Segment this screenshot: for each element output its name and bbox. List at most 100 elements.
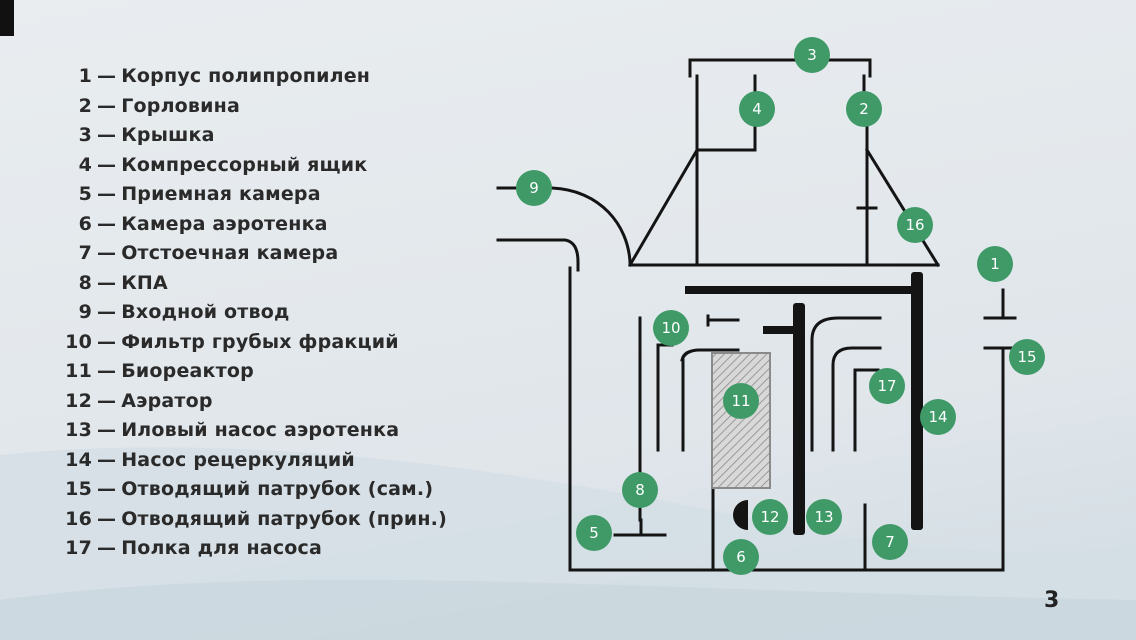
legend-item: 16—Отводящий патрубок (прин.)	[62, 505, 447, 535]
recirculation-pump-pipe	[911, 272, 923, 530]
legend-text: Полка для насоса	[121, 537, 323, 559]
marker-5-label: 5	[589, 524, 599, 542]
marker-14-circle	[920, 399, 956, 435]
legend-separator: —	[97, 419, 117, 441]
legend-text: Фильтр грубых фракций	[121, 330, 399, 353]
filter-line-b	[680, 348, 740, 452]
marker-6: 6	[723, 539, 759, 575]
clarifier-curve-b	[831, 346, 882, 452]
legend-separator: —	[97, 301, 117, 323]
legend-number: 1	[78, 65, 92, 87]
legend-item: 2—Горловина	[62, 92, 447, 122]
marker-17-circle	[869, 368, 905, 404]
marker-12-label: 12	[760, 508, 779, 526]
legend-text: Приемная камера	[121, 183, 321, 205]
legend-separator: —	[97, 94, 117, 117]
marker-7-label: 7	[885, 533, 895, 551]
inlet-pipe-curve	[550, 186, 632, 264]
legend-item: 12—Аэратор	[62, 387, 447, 417]
legend-item: 11—Биореактор	[62, 357, 447, 387]
marker-2-circle	[846, 91, 882, 127]
legend-item: 7—Отстоечная камера	[62, 239, 447, 269]
marker-1-circle	[977, 246, 1013, 282]
legend-number: 13	[65, 419, 92, 441]
marker-1-label: 1	[990, 255, 1000, 273]
legend-text: Входной отвод	[121, 301, 290, 323]
outlet-pipe-slope	[864, 147, 941, 268]
marker-16-label: 16	[905, 216, 924, 234]
legend-number: 3	[78, 124, 92, 146]
marker-5-circle	[576, 515, 612, 551]
marker-14: 14	[920, 399, 956, 435]
marker-10-circle	[653, 310, 689, 346]
legend-number: 8	[78, 271, 92, 294]
legend-item: 15—Отводящий патрубок (сам.)	[62, 475, 447, 505]
sludge-pump-branch	[763, 326, 799, 334]
legend-separator: —	[97, 271, 117, 294]
legend-text: Камера аэротенка	[121, 212, 328, 235]
legend-text: Крышка	[121, 124, 215, 146]
legend-text: Аэратор	[121, 389, 213, 412]
clarifier-curve-c	[853, 368, 880, 452]
legend-number: 9	[78, 301, 92, 323]
legend-separator: —	[97, 65, 117, 87]
legend-separator: —	[97, 507, 117, 530]
legend-number: 2	[78, 94, 92, 117]
legend-text: Компрессорный ящик	[121, 153, 368, 176]
marker-3-label: 3	[807, 46, 817, 64]
marker-15: 15	[1009, 339, 1045, 375]
legend-separator: —	[97, 330, 117, 353]
marker-2-label: 2	[859, 100, 869, 118]
marker-15-circle	[1009, 339, 1045, 375]
marker-9: 9	[516, 170, 552, 206]
legend-text: Отводящий патрубок (сам.)	[121, 478, 434, 500]
lid-left	[688, 58, 797, 78]
neck-left-slope	[627, 147, 700, 268]
legend-item: 8—КПА	[62, 269, 447, 299]
legend-separator: —	[97, 242, 117, 264]
legend-text: КПА	[121, 271, 168, 294]
marker-3-circle	[794, 37, 830, 73]
aerator-shape	[733, 500, 748, 530]
marker-4-circle	[739, 91, 775, 127]
legend-number: 10	[65, 330, 92, 353]
marker-11-circle	[723, 383, 759, 419]
marker-12: 12	[752, 499, 788, 535]
legend-list: 1—Корпус полипропилен 2—Горловина 3—Крыш…	[62, 62, 447, 564]
legend-number: 16	[65, 507, 92, 530]
legend-text: Насос рецеркуляций	[121, 448, 355, 471]
marker-10-label: 10	[661, 319, 680, 337]
legend-item: 9—Входной отвод	[62, 298, 447, 328]
legend-number: 6	[78, 212, 92, 235]
sludge-pump-pipe	[793, 303, 805, 535]
marker-1: 1	[977, 246, 1013, 282]
marker-13: 13	[806, 499, 842, 535]
marker-7-circle	[872, 524, 908, 560]
legend-number: 15	[65, 478, 92, 500]
marker-8-circle	[622, 472, 658, 508]
legend-number: 12	[65, 389, 92, 412]
marker-5: 5	[576, 515, 612, 551]
legend-number: 11	[65, 360, 92, 382]
marker-4-label: 4	[752, 100, 762, 118]
legend-text: Иловый насос аэротенка	[121, 419, 400, 441]
marker-8: 8	[622, 472, 658, 508]
marker-9-label: 9	[529, 179, 539, 197]
marker-8-label: 8	[635, 481, 645, 499]
marker-9-circle	[516, 170, 552, 206]
legend-text: Корпус полипропилен	[121, 65, 371, 87]
marker-17-label: 17	[877, 377, 896, 395]
legend-text: Биореактор	[121, 360, 254, 382]
kpa-base	[613, 518, 667, 537]
marker-3: 3	[794, 37, 830, 73]
marker-6-label: 6	[736, 548, 746, 566]
legend-separator: —	[97, 183, 117, 205]
recirculation-pipe-top	[685, 286, 923, 294]
marker-6-circle	[723, 539, 759, 575]
marker-11-label: 11	[731, 392, 750, 410]
marker-17: 17	[869, 368, 905, 404]
legend-item: 1—Корпус полипропилен	[62, 62, 447, 92]
legend-item: 3—Крышка	[62, 121, 447, 151]
legend-text: Отводящий патрубок (прин.)	[121, 507, 447, 530]
